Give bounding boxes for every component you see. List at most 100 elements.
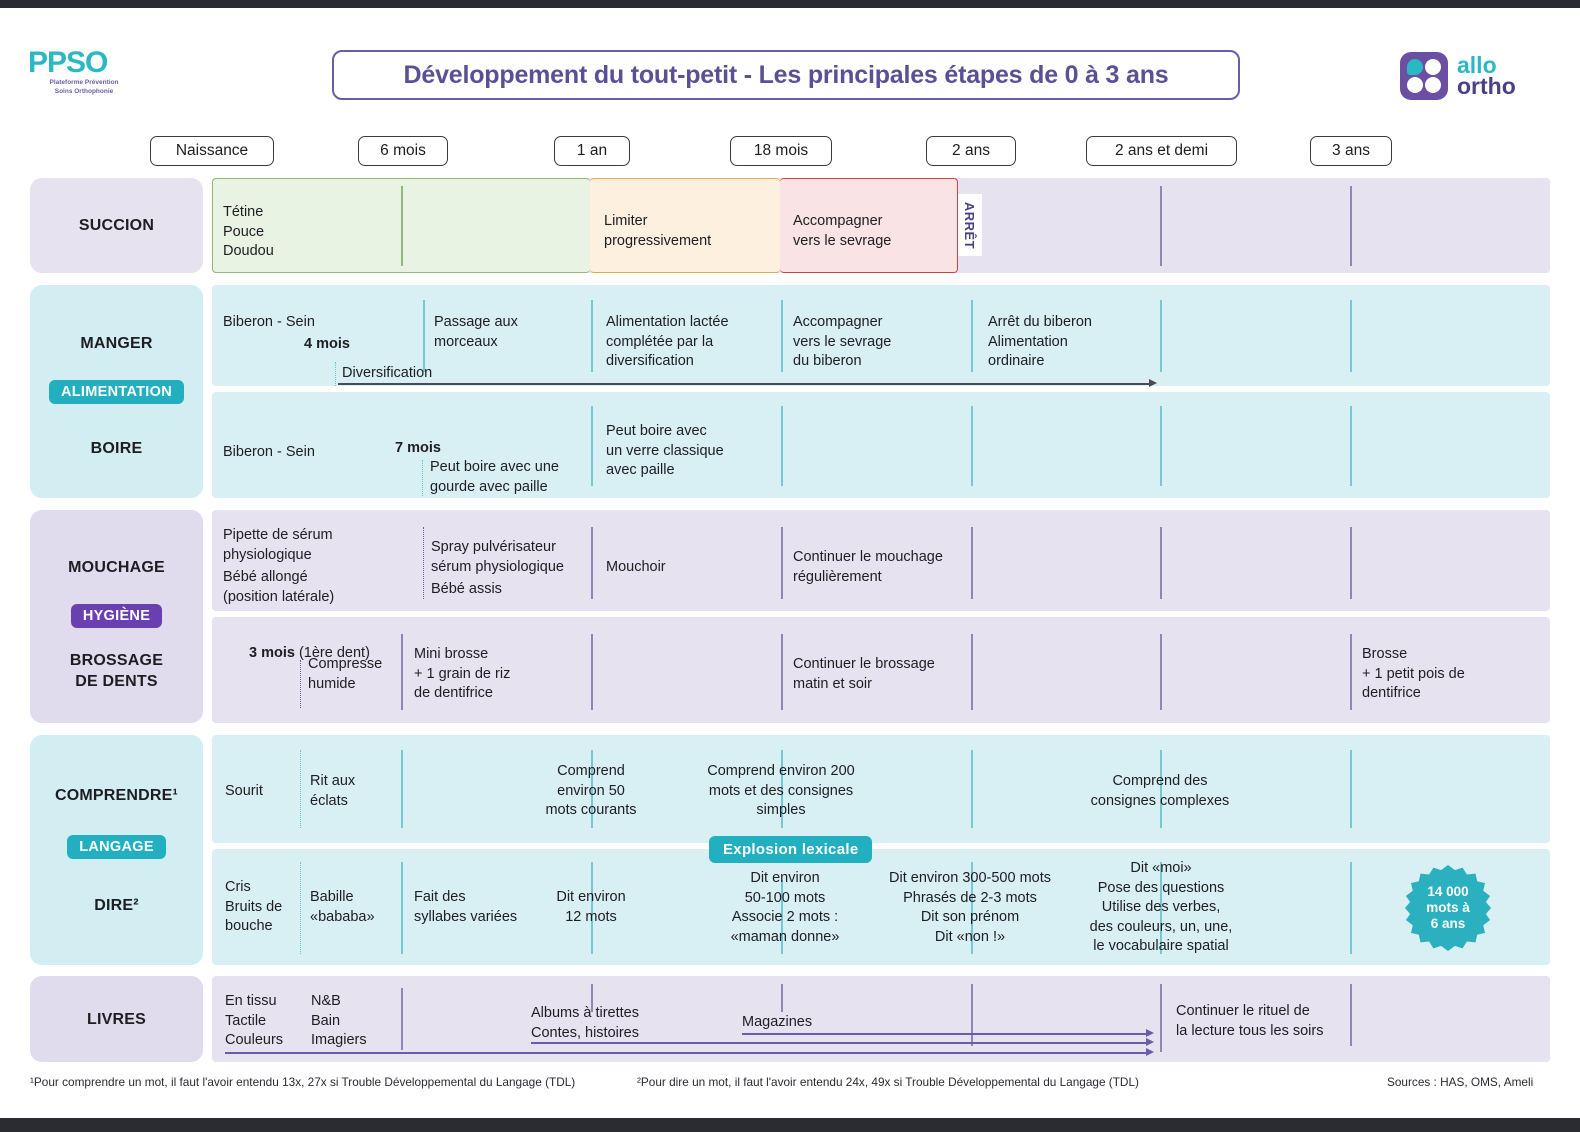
succion-cell-18mois: Accompagner vers le sevrage — [793, 213, 892, 249]
succion-arret-label: ARRÊT — [962, 201, 978, 249]
brossage-marker-3mois: 3 mois (1ère dent) — [249, 645, 370, 661]
boire-gourde-tick — [422, 460, 423, 496]
brossage-cell-6mois: Mini brosse + 1 grain de riz de dentifri… — [414, 646, 511, 701]
dire-cell-6mois: Fait des syllabes variées — [414, 889, 518, 925]
timeline-chip-3-ans[interactable]: 3 ans — [1310, 136, 1392, 166]
mouchage-cell-6mois-b: Bébé assis — [431, 581, 502, 597]
bottom-bar — [0, 1118, 1580, 1132]
ppso-logo: PPSO Plateforme Prévention Soins Orthoph… — [28, 47, 148, 105]
boire-marker-7mois: 7 mois — [395, 440, 441, 456]
manger-divider-2ans — [971, 300, 973, 372]
dire-label: DIRE² — [94, 897, 139, 914]
comprendre-divider-3ans — [1350, 750, 1352, 828]
brossage-divider-18mois — [781, 634, 783, 710]
dire-track — [212, 849, 1550, 965]
boire-label: BOIRE — [90, 440, 143, 457]
manger-cell-2ans: Arrêt du biberon Alimentation ordinaire — [988, 314, 1092, 369]
comprendre-cell-3mois: Rit aux éclats — [310, 773, 356, 809]
boire-track — [212, 392, 1550, 498]
mouchage-track — [212, 510, 1550, 611]
succion-divider-6mois — [401, 186, 403, 266]
livres-arrow-line-3 — [225, 1052, 1147, 1054]
allo-ortho-mark-icon — [1400, 52, 1448, 100]
mouchage-tick-6mois — [423, 527, 424, 599]
manger-diversification-arrow-head — [1149, 379, 1157, 387]
footnote-2: ²Pour dire un mot, il faut l'avoir enten… — [637, 1075, 1139, 1089]
dire-divider-3ans — [1350, 862, 1352, 954]
succion-divider-2ans-demi — [1160, 186, 1162, 266]
livres-cell-2ans-demi: Continuer le rituel de la lecture tous l… — [1176, 1003, 1324, 1039]
brossage-marker-bold: 3 mois — [249, 645, 295, 661]
timeline-chip-naissance[interactable]: Naissance — [150, 136, 274, 166]
timeline-chip-6-mois[interactable]: 6 mois — [358, 136, 448, 166]
mouchage-cell-18mois: Continuer le mouchage régulièrement — [793, 549, 943, 585]
alimentation-pill: ALIMENTATION — [49, 380, 184, 404]
explosion-lexicale-badge: Explosion lexicale — [709, 836, 873, 863]
dire-cell-2ans: Dit environ 300-500 mots Phrasés de 2-3 … — [889, 870, 1051, 945]
ppso-subtitle-line1: Plateforme Prévention — [49, 79, 119, 86]
livres-arrow-line-1 — [742, 1033, 1147, 1035]
manger-divider-18mois — [781, 300, 783, 372]
brossage-tick-3mois — [300, 660, 301, 708]
manger-diversification-arrow-line — [338, 383, 1150, 385]
dire-badge-14000-mots: 14 000 mots à 6 ans — [1405, 865, 1491, 951]
manger-divider-1an — [591, 300, 593, 372]
mouchage-label: MOUCHAGE — [68, 559, 165, 576]
manger-divider-2ans-demi — [1160, 300, 1162, 372]
succion-block-orange — [590, 178, 780, 273]
brossage-divider-2ans — [971, 634, 973, 710]
timeline-chip-18-mois[interactable]: 18 mois — [730, 136, 832, 166]
timeline-chip-1-an[interactable]: 1 an — [554, 136, 630, 166]
comprendre-divider-18mois — [781, 750, 783, 828]
dire-divider-6mois — [401, 862, 403, 954]
dire-divider-1an — [591, 862, 593, 954]
dire-divider-2ans — [971, 862, 973, 954]
footnote-sources: Sources : HAS, OMS, Ameli — [1387, 1075, 1534, 1089]
comprendre-divider-1an — [591, 750, 593, 828]
timeline-chip-2-ans[interactable]: 2 ans — [926, 136, 1016, 166]
comprendre-tick-3mois — [300, 750, 301, 828]
livres-arrow-head-3 — [1146, 1048, 1154, 1056]
comprendre-divider-2ans — [971, 750, 973, 828]
brossage-track — [212, 617, 1550, 723]
brossage-divider-2ans-demi — [1160, 634, 1162, 710]
brossage-cell-3mois: Compresse humide — [308, 656, 383, 692]
livres-label: LIVRES — [87, 1010, 146, 1028]
boire-divider-3ans — [1350, 406, 1352, 486]
boire-divider-1an — [591, 406, 593, 486]
mouchage-cell-1an: Mouchoir — [606, 559, 666, 575]
livres-cell-1an: Albums à tirettes Contes, histoires — [531, 1005, 639, 1041]
brossage-divider-3ans — [1350, 634, 1352, 710]
dire-cell-18mois: Dit environ 50-100 mots Associe 2 mots :… — [730, 870, 840, 945]
boire-divider-2ans-demi — [1160, 406, 1162, 486]
livres-divider-2ans — [971, 984, 973, 1046]
mouchage-cell-6mois-a: Spray pulvérisateur sérum physiologique — [431, 539, 564, 575]
boire-cell-1an: Peut boire avec un verre classique avec … — [606, 423, 724, 478]
succion-arret-tab: ARRÊT — [958, 194, 982, 256]
mouchage-divider-2ans-demi — [1160, 527, 1162, 599]
comprendre-cell-2ans-demi: Comprend des consignes complexes — [1090, 773, 1230, 809]
dire-cell-2ans-demi: Dit «moi» Pose des questions Utilise des… — [1089, 860, 1233, 954]
langage-pill: LANGAGE — [67, 835, 166, 859]
allo-logo-line2: ortho — [1457, 73, 1516, 99]
succion-cell-1an: Limiter progressivement — [604, 213, 712, 249]
succion-divider-3ans — [1350, 186, 1352, 266]
row-label-livres: LIVRES — [30, 976, 203, 1062]
brossage-cell-3ans: Brosse + 1 petit pois de dentifrice — [1362, 646, 1465, 701]
livres-divider-1an — [591, 984, 593, 1012]
mouchage-cell-naissance-a: Pipette de sérum physiologique — [223, 527, 333, 563]
comprendre-cell-naissance: Sourit — [225, 783, 263, 799]
dire-cell-naissance: Cris Bruits de bouche — [225, 879, 283, 934]
livres-track — [212, 976, 1550, 1062]
comprendre-track — [212, 735, 1550, 843]
manger-cell-1an: Alimentation lactée complétée par la div… — [606, 314, 729, 369]
boire-divider-18mois — [781, 406, 783, 486]
mouchage-divider-1an — [591, 527, 593, 599]
manger-divider-6mois — [423, 300, 425, 372]
boire-divider-2ans — [971, 406, 973, 486]
livres-divider-6mois — [401, 988, 403, 1050]
brossage-label: BROSSAGE DE DENTS — [69, 652, 164, 690]
row-label-succion: SUCCION — [30, 178, 203, 273]
timeline-chip-2-ans-demi[interactable]: 2 ans et demi — [1086, 136, 1237, 166]
mouchage-divider-2ans — [971, 527, 973, 599]
